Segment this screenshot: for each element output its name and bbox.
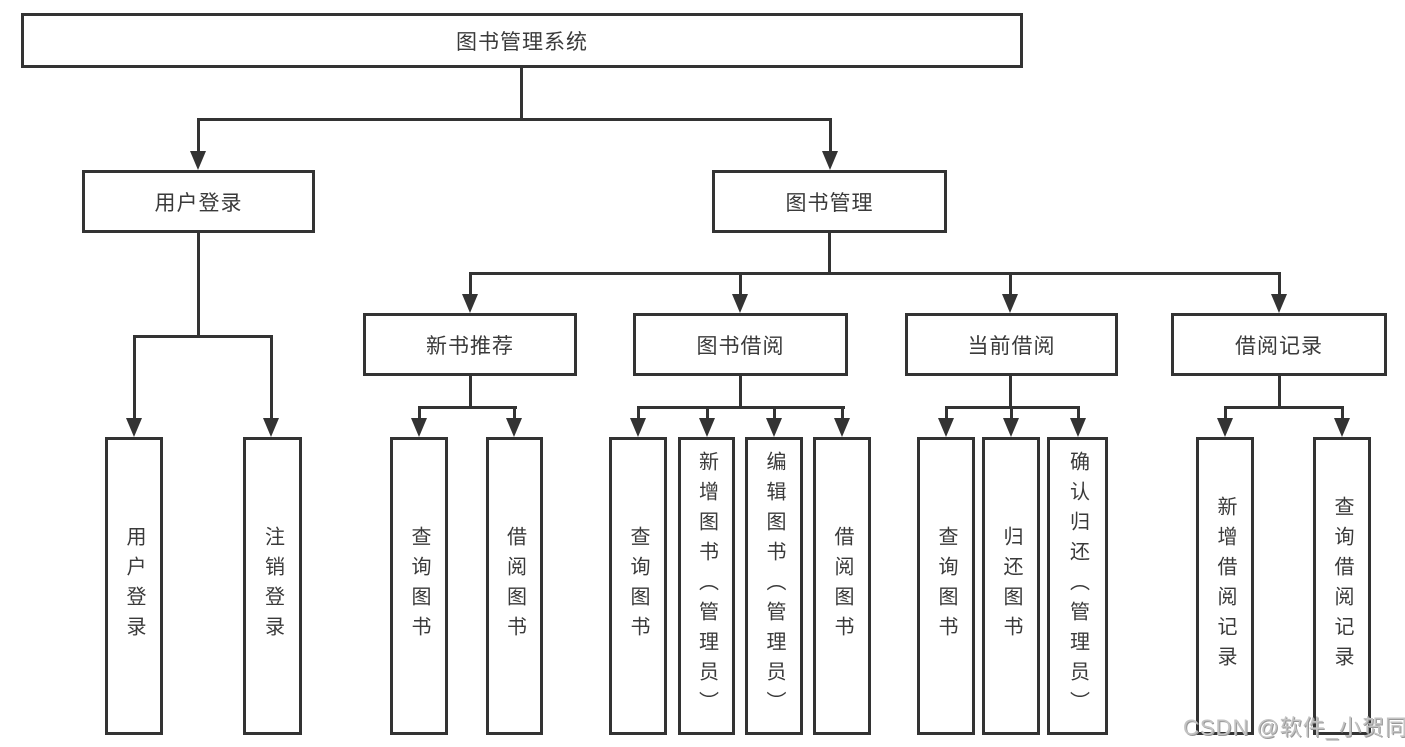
node-label: 图书管理 <box>785 191 874 215</box>
leaf-label: 注销登录 <box>261 526 284 646</box>
connector-borrow-rail <box>637 406 845 409</box>
connector-login-stem <box>197 231 200 337</box>
leaf-label: 归还图书 <box>1000 526 1022 646</box>
leaf-label: 借阅图书 <box>831 526 853 646</box>
leaf-borrow-books: 借阅图书 <box>813 437 871 735</box>
connector-current-stem <box>1009 374 1012 408</box>
arrow-down-icon <box>1334 418 1350 437</box>
leaf-query-books-current: 查询图书 <box>917 437 975 735</box>
node-label: 借阅记录 <box>1235 334 1323 358</box>
leaf-query-books-borrow: 查询图书 <box>609 437 667 735</box>
leaf-label: 新增图书（管理员） <box>695 451 718 721</box>
node-label: 图书管理系统 <box>456 30 588 54</box>
arrow-down-icon <box>699 418 715 437</box>
connector-recommend-drop-1 <box>418 406 421 421</box>
connector-borrow-drop-1 <box>637 406 640 421</box>
leaf-user-login: 用户登录 <box>105 437 163 735</box>
connector-login-drop-2 <box>270 335 273 421</box>
connector-borrow-stem <box>739 374 742 408</box>
connector-mgmt-rail <box>469 272 1281 275</box>
connector-recommend-stem <box>469 374 472 408</box>
connector-root-stem <box>520 66 523 118</box>
node-label: 当前借阅 <box>967 334 1056 358</box>
leaf-label: 用户登录 <box>123 526 145 646</box>
connector-mgmt-drop-3 <box>1009 272 1012 298</box>
node-borrow-records: 借阅记录 <box>1171 313 1387 376</box>
connector-root-drop-right <box>829 118 832 156</box>
connector-recommend-drop-2 <box>513 406 516 421</box>
connector-records-drop-1 <box>1224 406 1227 421</box>
node-book-management: 图书管理 <box>712 170 947 233</box>
node-label: 用户登录 <box>154 191 243 215</box>
node-user-login: 用户登录 <box>82 170 315 233</box>
connector-login-rail <box>133 335 273 338</box>
node-current-borrow: 当前借阅 <box>905 313 1118 376</box>
arrow-down-icon <box>411 418 427 437</box>
leaf-label: 新增借阅记录 <box>1214 496 1236 676</box>
leaf-label: 查询借阅记录 <box>1331 496 1353 676</box>
leaf-label: 查询图书 <box>935 526 957 646</box>
arrow-down-icon <box>1217 418 1233 437</box>
arrow-down-icon <box>1271 294 1287 313</box>
node-book-borrow: 图书借阅 <box>633 313 848 376</box>
connector-records-drop-2 <box>1341 406 1344 421</box>
leaf-add-book-admin: 新增图书（管理员） <box>678 437 735 735</box>
leaf-borrow-books-recommend: 借阅图书 <box>486 437 543 735</box>
node-new-book-recommend: 新书推荐 <box>363 313 577 376</box>
connector-root-rail <box>197 118 832 121</box>
arrow-down-icon <box>766 418 782 437</box>
connector-records-rail <box>1224 406 1344 409</box>
connector-login-drop-1 <box>133 335 136 421</box>
leaf-query-books-recommend: 查询图书 <box>390 437 448 735</box>
arrow-down-icon <box>506 418 522 437</box>
arrow-down-icon <box>1070 418 1086 437</box>
node-label: 新书推荐 <box>426 334 514 358</box>
leaf-logout: 注销登录 <box>243 437 302 735</box>
watermark-text: CSDN @软件_小贺同学 <box>1183 715 1405 740</box>
leaf-add-borrow-record: 新增借阅记录 <box>1196 437 1254 735</box>
node-book-management-system: 图书管理系统 <box>21 13 1023 68</box>
leaf-label: 确认归还（管理员） <box>1066 451 1089 721</box>
node-label: 图书借阅 <box>696 334 785 358</box>
arrow-down-icon <box>630 418 646 437</box>
connector-mgmt-drop-2 <box>739 272 742 298</box>
connector-current-drop-1 <box>945 406 948 421</box>
leaf-edit-book-admin: 编辑图书（管理员） <box>745 437 803 735</box>
connector-mgmt-drop-4 <box>1278 272 1281 298</box>
arrow-down-icon <box>462 294 478 313</box>
arrow-down-icon <box>938 418 954 437</box>
connector-root-drop-left <box>197 118 200 156</box>
connector-borrow-drop-2 <box>706 406 709 421</box>
connector-borrow-drop-3 <box>773 406 776 421</box>
connector-mgmt-drop-1 <box>469 272 472 298</box>
leaf-label: 借阅图书 <box>503 526 526 646</box>
arrow-down-icon <box>126 418 142 437</box>
connector-current-drop-3 <box>1077 406 1080 421</box>
connector-current-drop-2 <box>1010 406 1013 421</box>
leaf-label: 编辑图书（管理员） <box>763 451 785 721</box>
leaf-query-borrow-record: 查询借阅记录 <box>1313 437 1371 735</box>
arrow-down-icon <box>190 151 206 170</box>
arrow-down-icon <box>1002 294 1018 313</box>
arrow-down-icon <box>1003 418 1019 437</box>
arrow-down-icon <box>822 151 838 170</box>
leaf-confirm-return-admin: 确认归还（管理员） <box>1047 437 1108 735</box>
connector-records-stem <box>1278 374 1281 408</box>
connector-mgmt-stem <box>828 231 831 274</box>
arrow-down-icon <box>834 418 850 437</box>
arrow-down-icon <box>732 294 748 313</box>
leaf-return-book: 归还图书 <box>982 437 1040 735</box>
connector-borrow-drop-4 <box>841 406 844 421</box>
connector-recommend-rail <box>418 406 517 409</box>
arrow-down-icon <box>263 418 279 437</box>
leaf-label: 查询图书 <box>408 526 430 646</box>
leaf-label: 查询图书 <box>627 526 649 646</box>
